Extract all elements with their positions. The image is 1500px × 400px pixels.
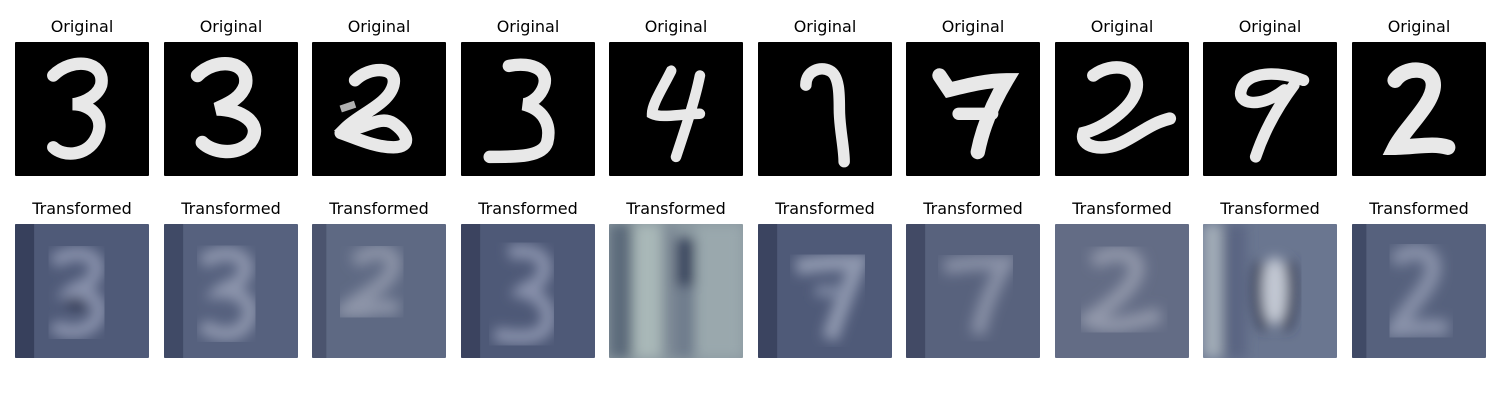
panel-title: Transformed [1072, 199, 1172, 218]
panel-title: Transformed [181, 199, 281, 218]
panel-title: Original [1238, 17, 1302, 36]
transformed-digit-image [609, 224, 743, 358]
transformed-4-image [609, 224, 743, 358]
transformed-9-image [1203, 224, 1337, 358]
original-digit-image [15, 42, 149, 176]
digit-9-image [1235, 68, 1310, 163]
panel-title: Original [941, 17, 1005, 36]
panel-title: Transformed [1220, 199, 1320, 218]
transformed-digit-image [312, 224, 446, 358]
panel-title: Original [1090, 17, 1154, 36]
transformed-digit-image [758, 224, 892, 358]
transformed-digit-image [461, 224, 595, 358]
original-digit-image [906, 42, 1040, 176]
original-digit-image [312, 42, 446, 176]
panel-title: Original [793, 17, 857, 36]
transformed-2-image [1352, 224, 1486, 358]
panel-title: Original [644, 17, 708, 36]
panel-title: Original [347, 17, 411, 36]
digit-3-image [483, 58, 555, 164]
original-digit-image [609, 42, 743, 176]
original-digit-image [164, 42, 298, 176]
original-digit-image [461, 42, 595, 176]
transformed-7-image [758, 224, 892, 358]
transformed-digit-image [1203, 224, 1337, 358]
original-digit-image [758, 42, 892, 176]
original-digit-image [1352, 42, 1486, 176]
transformed-digit-image [1352, 224, 1486, 358]
panel-title: Transformed [923, 199, 1023, 218]
digit-2-image [333, 63, 413, 154]
panel-title: Transformed [478, 199, 578, 218]
panel-title: Transformed [626, 199, 726, 218]
digit-2-image [1077, 61, 1177, 154]
transformed-3-image [164, 224, 298, 358]
panel-title: Transformed [775, 199, 875, 218]
digit-3-image [47, 57, 108, 160]
transformed-digit-image [906, 224, 1040, 358]
transformed-3-image [15, 224, 149, 358]
transformed-7-image [906, 224, 1040, 358]
panel-title: Original [496, 17, 560, 36]
digit-3-image [190, 57, 262, 159]
panel-title: Original [1387, 17, 1451, 36]
transformed-digit-image [164, 224, 298, 358]
transformed-digit-image [1055, 224, 1189, 358]
original-digit-image [1055, 42, 1189, 176]
panel-title: Original [50, 17, 114, 36]
transformed-digit-image [15, 224, 149, 358]
panel-title: Original [199, 17, 263, 36]
digit-7-image [800, 63, 850, 168]
transformed-2-image [1055, 224, 1189, 358]
panel-title: Transformed [1369, 199, 1469, 218]
digit-7-image [932, 68, 1020, 160]
panel-title: Transformed [32, 199, 132, 218]
transformed-2-image [312, 224, 446, 358]
original-digit-image [1203, 42, 1337, 176]
digit-2-image [1382, 62, 1456, 155]
panel-title: Transformed [329, 199, 429, 218]
transformed-3-image [461, 224, 595, 358]
digit-4-image [646, 65, 706, 163]
